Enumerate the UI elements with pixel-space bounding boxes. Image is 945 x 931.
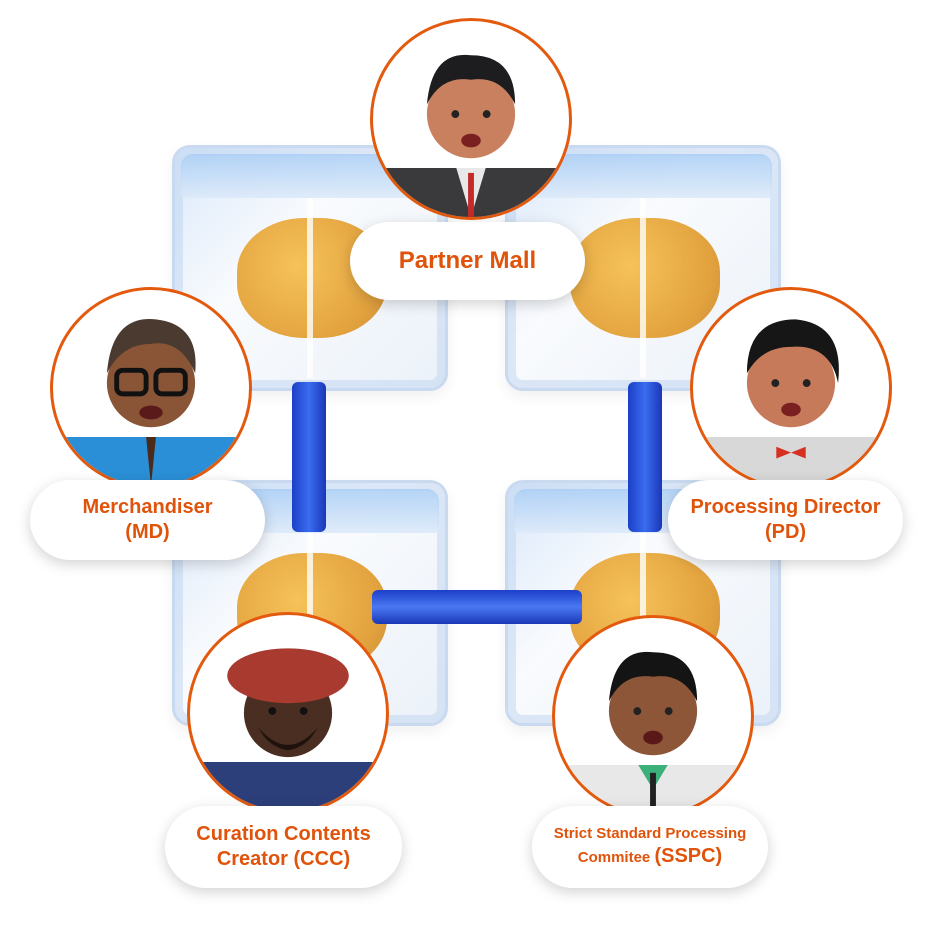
avatar-processing-director (690, 287, 892, 489)
label-line: Curation Contents (196, 823, 371, 845)
label-curation-contents-creator: Curation Contents Creator (CCC) (165, 806, 402, 888)
label-line: Processing Director (690, 496, 881, 518)
connector-bottom (372, 590, 582, 624)
label-partner-mall: Partner Mall (350, 222, 585, 300)
connector-right (628, 382, 662, 532)
label-processing-director: Processing Director (PD) (668, 480, 903, 560)
label-line: Strict Standard Processing (553, 825, 747, 843)
label-line: Commitee (577, 848, 655, 866)
label-sspc: Strict Standard Processing Commitee (SSP… (532, 806, 768, 888)
avatar-partner-mall (370, 18, 572, 220)
label-line: Merchandiser (82, 496, 213, 518)
label-line: Partner Mall (398, 247, 537, 274)
label-merchandiser: Merchandiser (MD) (30, 480, 265, 560)
label-line: Creator (CCC) (216, 848, 351, 870)
connector-left (292, 382, 326, 532)
label-line: (MD) (125, 521, 170, 543)
label-abbr: (SSPC) (654, 844, 723, 867)
label-line: (PD) (764, 521, 807, 543)
avatar-merchandiser (50, 287, 252, 489)
avatar-curation-contents-creator (187, 612, 389, 814)
avatar-sspc (552, 615, 754, 817)
